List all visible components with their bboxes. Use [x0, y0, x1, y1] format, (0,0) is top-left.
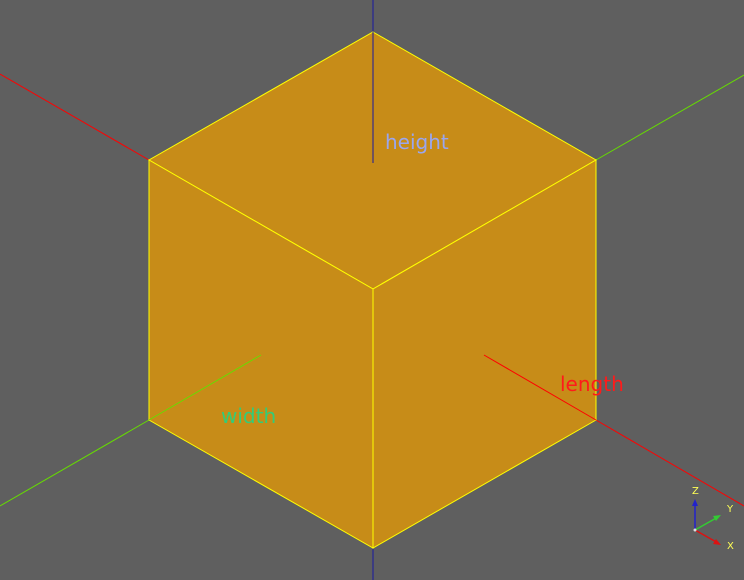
gizmo-x-arrowhead [713, 539, 721, 545]
gizmo-y-arrowhead [713, 515, 721, 521]
y-axis-back [595, 74, 744, 161]
orientation-gizmo[interactable]: Z Y X [692, 486, 734, 552]
gizmo-y-axis [694, 516, 719, 531]
gizmo-x-label: X [727, 541, 734, 552]
length-label: length [560, 372, 624, 396]
gizmo-x-axis [694, 529, 719, 544]
width-label: width [221, 404, 276, 428]
height-label: height [385, 130, 449, 154]
y-axis-front [0, 419, 150, 507]
x-axis-back [0, 73, 150, 161]
gizmo-z-arrowhead [692, 499, 698, 506]
gizmo-y-label: Y [726, 504, 734, 515]
x-axis-front [595, 419, 744, 507]
gizmo-origin [693, 528, 697, 532]
gizmo-z-label: Z [692, 486, 699, 497]
x-axis-inner [483, 354, 597, 421]
y-axis-inner [148, 354, 262, 421]
